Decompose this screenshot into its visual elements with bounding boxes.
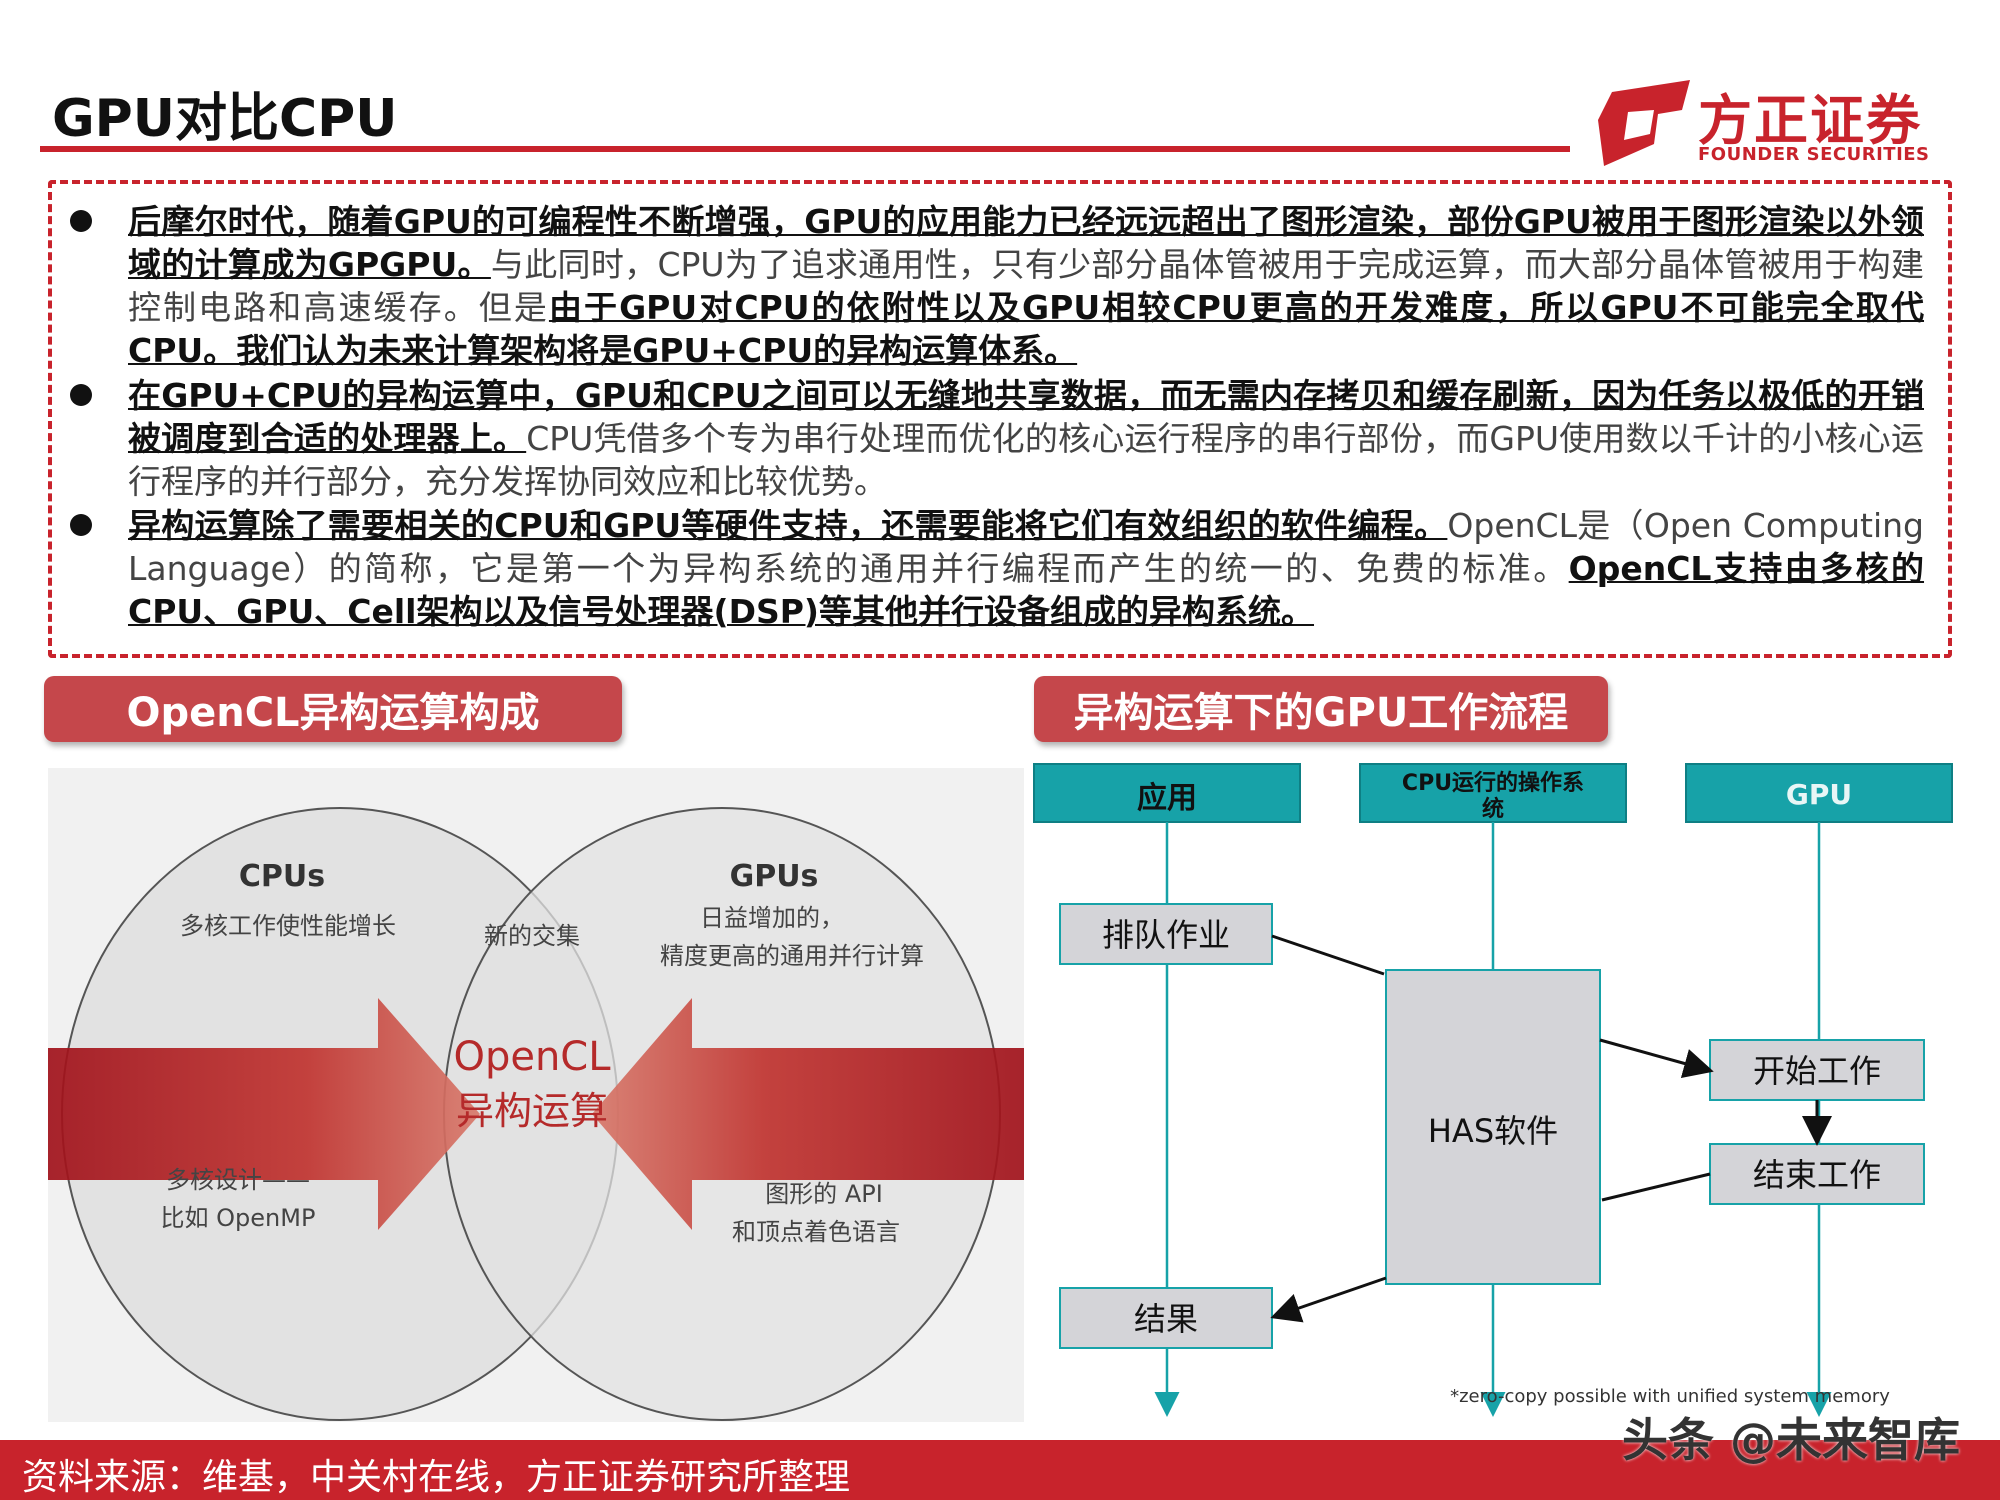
- venn-center-title: OpenCL: [453, 1034, 611, 1080]
- company-logo: 方正证券 FOUNDER SECURITIES: [1598, 78, 1930, 168]
- gpu-workflow-diagram: 应用 CPU运行的操作系 统 GPU 排队作业 HAS软件 开始工作 结束工作 …: [1030, 760, 1960, 1430]
- logo-chinese-name: 方正证券: [1698, 89, 1922, 152]
- bullet-dot-icon: [70, 210, 92, 232]
- opencl-venn-diagram: CPUs 多核工作使性能增长 GPUs 日益增加的， 精度更高的通用并行计算 新…: [48, 768, 1024, 1422]
- bullet-paragraph-3: 异构运算除了需要相关的CPU和GPU等硬件支持，还需要能将它们有效组织的软件编程…: [128, 504, 1924, 633]
- key-points-box: [48, 180, 1952, 658]
- paragraph-emphasis: 后摩尔时代，随着GPU的可编程性不断增强，GPU的应用能力已经远远超出了图形渲染…: [128, 202, 1924, 284]
- venn-right-subtitle-1: 日益增加的，: [700, 904, 844, 932]
- lane-header-app: [1033, 763, 1301, 823]
- venn-right-bottom-2: 和顶点着色语言: [732, 1218, 900, 1246]
- venn-left-bottom-1: 多核设计——: [166, 1166, 310, 1194]
- box-queue-job: [1059, 903, 1273, 965]
- bullet-dot-icon: [70, 514, 92, 536]
- paragraph-emphasis: 异构运算除了需要相关的CPU和GPU等硬件支持，还需要能将它们有效组织的软件编程…: [128, 506, 1448, 545]
- zero-copy-note: *zero-copy possible with unified system …: [1450, 1386, 1890, 1407]
- venn-left-bottom-2: 比如 OpenMP: [161, 1204, 316, 1232]
- paragraph-text: OpenCL是（Open Computing Language）的简称，它是第一…: [128, 506, 1924, 588]
- page-title: GPU对比CPU: [52, 89, 398, 149]
- workflow-svg: 应用 CPU运行的操作系 统 GPU 排队作业 HAS软件 开始工作 结束工作 …: [1033, 763, 1953, 1417]
- footer-bar: 资料来源：维基，中关村在线，方正证券研究所整理: [0, 1440, 2000, 1500]
- lane-header-os: [1359, 763, 1627, 823]
- venn-center-subtitle: 异构运算: [456, 1089, 608, 1133]
- source-note: 资料来源：维基，中关村在线，方正证券研究所整理: [22, 1457, 851, 1498]
- venn-left-title: CPUs: [239, 859, 325, 894]
- box-queue-job-label: 排队作业: [1102, 916, 1230, 954]
- lane-header-gpu: [1685, 763, 1953, 823]
- paragraph-emphasis: 在GPU+CPU的异构运算中，GPU和CPU之间可以无缝地共享数据，而无需内存拷…: [128, 376, 1924, 458]
- lane-label-os-line2: 统: [1482, 796, 1504, 822]
- bullet-paragraph-2: 在GPU+CPU的异构运算中，GPU和CPU之间可以无缝地共享数据，而无需内存拷…: [128, 374, 1924, 503]
- box-has-software: [1385, 969, 1601, 1285]
- lane-label-app: 应用: [1137, 781, 1197, 816]
- paragraph-emphasis: 由于GPU对CPU的依附性以及GPU相较CPU更高的开发难度，所以GPU不可能完…: [128, 288, 1925, 370]
- right-arrow: [592, 998, 1024, 1230]
- arrow-has-to-result: [1270, 1276, 1387, 1323]
- box-result-label: 结果: [1134, 1300, 1198, 1338]
- arrow-end-to-has: [1601, 1172, 1711, 1202]
- arrow-has-to-start: [1599, 1038, 1714, 1079]
- venn-right-subtitle-2: 精度更高的通用并行计算: [660, 942, 924, 970]
- left-arrow: [48, 998, 480, 1230]
- lane-label-gpu: GPU: [1786, 778, 1852, 811]
- venn-right-title: GPUs: [730, 859, 819, 894]
- section-tab-gpu-workflow: 异构运算下的GPU工作流程: [1034, 676, 1608, 742]
- paragraph-text: 与此同时，CPU为了追求通用性，只有少部分晶体管被用于完成运算，而大部分晶体管被…: [128, 245, 1924, 327]
- paragraph-text: CPU凭借多个专为串行处理而优化的核心运行程序的串行部份，而GPU使用数以千计的…: [128, 419, 1924, 501]
- arrow-queue-to-has: [1271, 934, 1385, 976]
- venn-center-top: 新的交集: [484, 922, 580, 950]
- bullet-dot-icon: [70, 384, 92, 406]
- watermark-text: 头条 @未来智库: [1621, 1413, 1960, 1467]
- founder-logo-icon: [1598, 80, 1690, 166]
- section-tab-opencl: OpenCL异构运算构成: [44, 676, 622, 742]
- box-start-work-label: 开始工作: [1753, 1052, 1881, 1090]
- box-end-work: [1709, 1143, 1925, 1205]
- lane-label-os-line1: CPU运行的操作系: [1402, 770, 1584, 796]
- venn-right-bottom-1: 图形的 API: [765, 1180, 883, 1208]
- bullet-paragraph-1: 后摩尔时代，随着GPU的可编程性不断增强，GPU的应用能力已经远远超出了图形渲染…: [128, 200, 1924, 372]
- box-has-software-label: HAS软件: [1428, 1112, 1558, 1150]
- venn-left-subtitle: 多核工作使性能增长: [180, 912, 396, 940]
- title-divider: [40, 146, 1570, 152]
- box-end-work-label: 结束工作: [1753, 1156, 1881, 1194]
- logo-english-name: FOUNDER SECURITIES: [1698, 144, 1930, 165]
- paragraph-emphasis: OpenCL支持由多核的CPU、GPU、Cell架构以及信号处理器(DSP)等其…: [128, 549, 1925, 631]
- venn-svg: CPUs 多核工作使性能增长 GPUs 日益增加的， 精度更高的通用并行计算 新…: [48, 807, 1024, 1421]
